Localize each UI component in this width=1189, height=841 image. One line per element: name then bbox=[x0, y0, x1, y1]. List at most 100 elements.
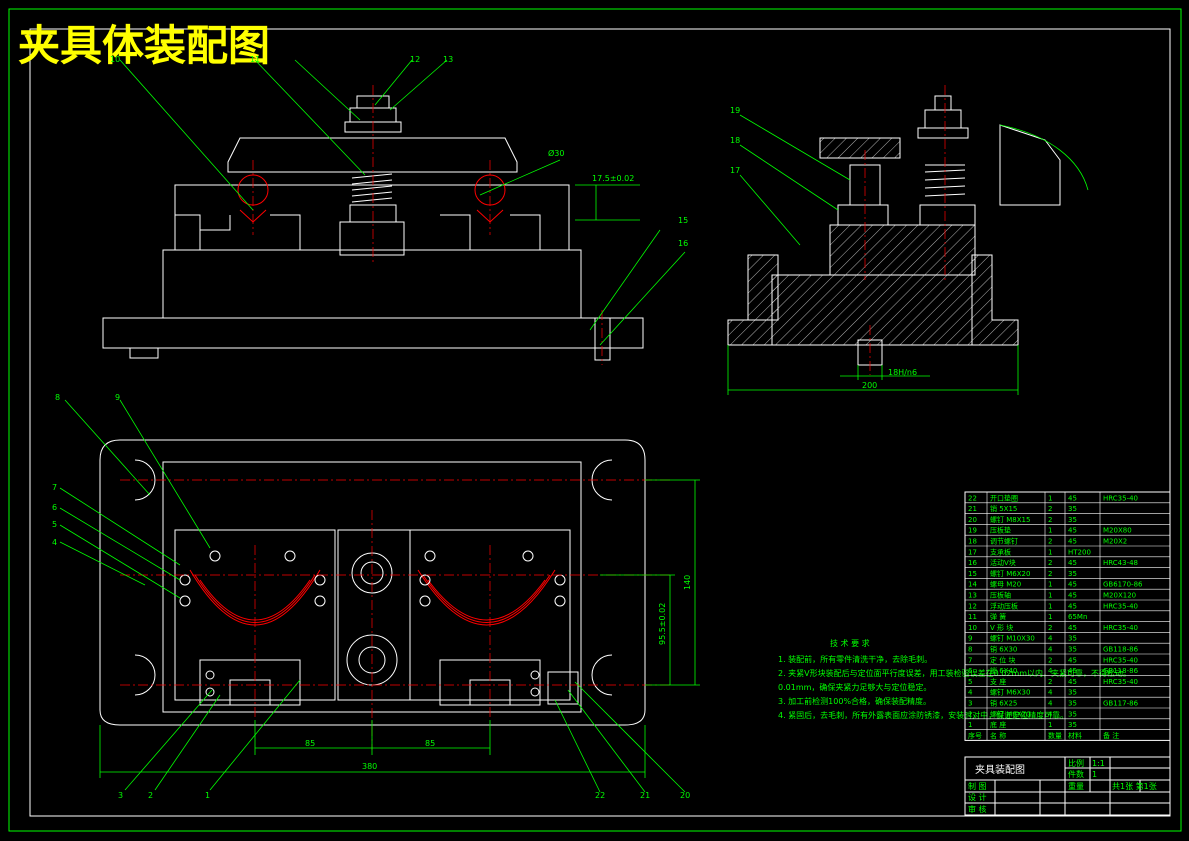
bom-row-cell: 销 6X30 bbox=[990, 645, 1017, 654]
bom-row-cell: 2 bbox=[1048, 559, 1052, 567]
bom-row-cell: 35 bbox=[1068, 505, 1077, 513]
dim-17-5: 17.5±0.02 bbox=[592, 174, 634, 183]
balloon-3: 3 bbox=[118, 791, 123, 800]
dim-85b: 85 bbox=[425, 739, 435, 748]
balloon-9: 9 bbox=[115, 393, 120, 402]
bom-row-cell: 1 bbox=[1048, 592, 1052, 600]
bom-row-cell: 4 bbox=[968, 689, 973, 697]
check-label: 审 核 bbox=[968, 804, 987, 814]
balloon-19: 19 bbox=[730, 106, 740, 115]
balloon-15: 15 bbox=[678, 216, 688, 225]
bom-row-cell: 1 bbox=[1048, 548, 1052, 556]
bom-row-cell: 18 bbox=[968, 538, 977, 546]
bom-row-cell: 35 bbox=[1068, 700, 1077, 708]
bom-row-cell: 螺钉 M10X30 bbox=[990, 634, 1035, 643]
tech-item-1: 1. 装配前，所有零件清洗干净，去除毛刺。 bbox=[778, 654, 932, 664]
bom-row-cell: 2 bbox=[968, 710, 972, 718]
balloon-16: 16 bbox=[678, 239, 688, 248]
bom-row-cell: 销 5X15 bbox=[990, 504, 1017, 513]
bom-row-cell: 螺钉 M6X20 bbox=[990, 569, 1030, 578]
bom-row-cell: 45 bbox=[1068, 527, 1077, 535]
bom-row-cell: 35 bbox=[1068, 570, 1077, 578]
bom-row-cell: 1 bbox=[1048, 581, 1052, 589]
plan-dimensions: 85 85 380 140 95.5±0.02 bbox=[99, 479, 700, 778]
bom-row-cell: 65Mn bbox=[1068, 613, 1087, 621]
tech-item-4: 3. 加工前检测100%合格，确保装配精度。 bbox=[778, 696, 931, 706]
bom-row-cell: 4 bbox=[1048, 646, 1053, 654]
dim-95-5: 95.5±0.02 bbox=[658, 603, 667, 645]
bom-row-cell: 17 bbox=[968, 548, 977, 556]
bom-row-cell: 3 bbox=[968, 700, 972, 708]
bom-row-cell: 9 bbox=[968, 635, 972, 643]
plan-view bbox=[99, 439, 670, 750]
bom-header-cell: 序号 bbox=[968, 731, 982, 740]
bom-row-cell: 1 bbox=[1048, 527, 1052, 535]
bom-row-cell: 调节螺钉 bbox=[990, 537, 1018, 546]
bom-row-cell: 35 bbox=[1068, 646, 1077, 654]
bom-row-cell: 22 bbox=[968, 494, 977, 502]
scale-value: 1:1 bbox=[1092, 759, 1105, 768]
count-value: 1 bbox=[1092, 770, 1097, 779]
bom-row-cell: M20X80 bbox=[1103, 527, 1132, 535]
bom-row-cell: GB6170-86 bbox=[1103, 581, 1143, 589]
bom-row-cell: 35 bbox=[1068, 721, 1077, 729]
dim-phi30: Ø30 bbox=[548, 148, 564, 158]
bom-row-cell: 12 bbox=[968, 602, 977, 610]
bom-row-cell: 1 bbox=[1048, 613, 1052, 621]
balloon-12: 12 bbox=[410, 55, 420, 64]
balloon-13: 13 bbox=[443, 55, 453, 64]
bom-row-cell: 45 bbox=[1068, 494, 1077, 502]
balloon-7: 7 bbox=[52, 483, 57, 492]
balloon-22: 22 bbox=[595, 791, 605, 800]
tech-item-3: 0.01mm，确保夹紧力足够大与定位稳定。 bbox=[778, 682, 931, 692]
bom-row-cell: 销 6X25 bbox=[990, 699, 1017, 708]
bom-row-cell: 2 bbox=[1048, 516, 1052, 524]
outer-border bbox=[8, 8, 1182, 832]
bom-header-cell: 材料 bbox=[1068, 731, 1082, 740]
bom-row-cell: 13 bbox=[968, 592, 977, 600]
bom-row-cell: 45 bbox=[1068, 602, 1077, 610]
front-view bbox=[102, 85, 644, 365]
dim-200: 200 bbox=[862, 381, 877, 390]
bom-row-cell: 45 bbox=[1068, 592, 1077, 600]
plan-leaders: 8 9 7 6 5 4 3 2 1 22 21 20 bbox=[52, 393, 690, 800]
bom-row-cell: 2 bbox=[1048, 570, 1052, 578]
bom-row-cell: 45 bbox=[1068, 559, 1077, 567]
technical-requirements: 技 术 要 求 1. 装配前，所有零件清洗干净，去除毛刺。 2. 夹紧V形块装配… bbox=[778, 638, 1131, 720]
bom-row-cell: 支 座 bbox=[990, 677, 1006, 686]
bom-row-cell: HRC35-40 bbox=[1103, 624, 1138, 632]
side-view bbox=[727, 85, 1089, 375]
bom-row-cell: 1 bbox=[1048, 494, 1052, 502]
bom-row-cell: 10 bbox=[968, 624, 977, 632]
bom-row-cell: 45 bbox=[1068, 538, 1077, 546]
tech-item-2: 2. 夹紧V形块装配后与定位面平行度误差，用工装检验误差在0.02mm以内，夹紧… bbox=[778, 668, 1131, 678]
balloon-17: 17 bbox=[730, 166, 740, 175]
bom-row-cell: 螺钉 M6X30 bbox=[990, 688, 1030, 697]
balloon-10: 10 bbox=[110, 55, 120, 64]
scale-label: 比例 bbox=[1068, 758, 1084, 768]
bom-row-cell: 1 bbox=[968, 721, 972, 729]
bom-row-cell: 14 bbox=[968, 581, 977, 589]
bom-row-cell: 7 bbox=[968, 656, 972, 664]
bom-row-cell: 11 bbox=[968, 613, 977, 621]
bom-header-cell: 数量 bbox=[1048, 731, 1062, 740]
side-leaders: 19 18 17 200 18H/n6 bbox=[727, 106, 1019, 395]
balloon-1: 1 bbox=[205, 791, 210, 800]
bom-row-cell: HRC35-40 bbox=[1103, 602, 1138, 610]
bom-row-cell: 45 bbox=[1068, 581, 1077, 589]
tech-item-5: 4. 紧固后，去毛刺，所有外露表面应涂防锈漆，安装时对中，保证定位精度可靠。 bbox=[778, 710, 1068, 720]
sheet-label: 重量 bbox=[1068, 781, 1084, 791]
bom-row-cell: 2 bbox=[1048, 624, 1052, 632]
bom-row-cell: 1 bbox=[1048, 721, 1052, 729]
dim-18: 18H/n6 bbox=[888, 368, 917, 377]
balloon-11: 11 bbox=[250, 55, 260, 64]
bom-row-cell: 6 bbox=[968, 667, 973, 675]
bom-row-cell: 压板垫 bbox=[990, 526, 1011, 535]
bom-row-cell: 5 bbox=[968, 678, 972, 686]
draw-label: 制 图 bbox=[968, 781, 987, 791]
sheet-text: 共1张 第1张 bbox=[1112, 781, 1157, 791]
bom-row-cell: 1 bbox=[1048, 602, 1052, 610]
bom-row-cell: 19 bbox=[968, 527, 977, 535]
balloon-21: 21 bbox=[640, 791, 650, 800]
